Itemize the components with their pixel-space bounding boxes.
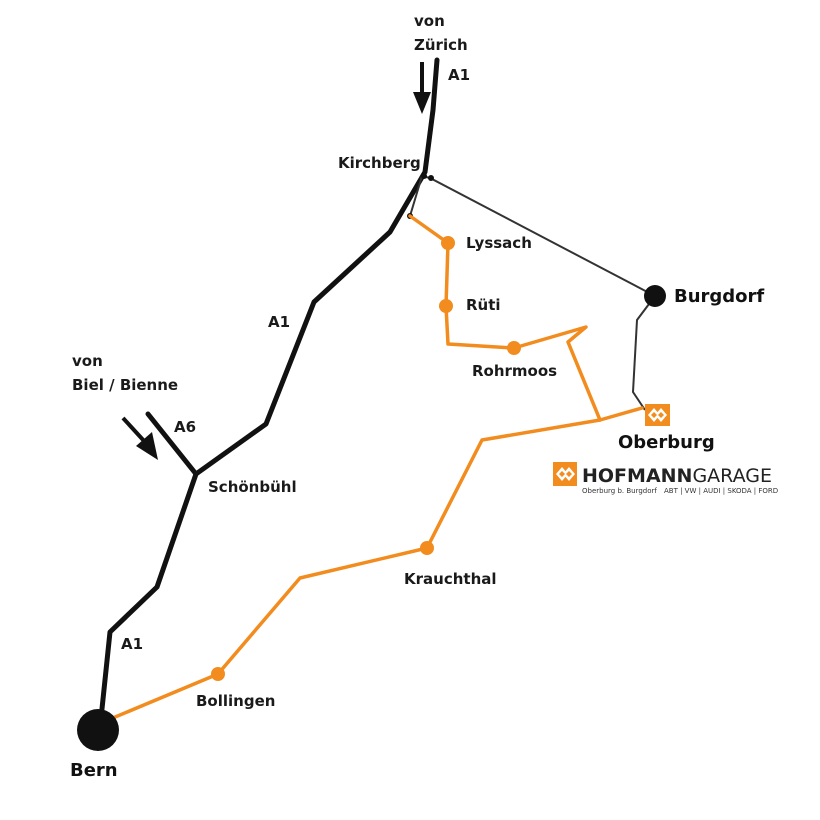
place-label-bollingen: Bollingen bbox=[196, 692, 275, 710]
place-label-schonbuhl: Schönbühl bbox=[208, 478, 297, 496]
road-label-a1-south: A1 bbox=[121, 635, 143, 653]
city-dot-bern bbox=[77, 709, 119, 751]
place-label-lyssach: Lyssach bbox=[466, 234, 532, 252]
garage-destination-icon bbox=[645, 404, 670, 426]
highway-a6 bbox=[145, 411, 199, 477]
brand-makes: ABT | VW | AUDI | SKODA | FORD bbox=[664, 487, 778, 495]
junction-dot bbox=[421, 173, 427, 179]
hofmann-diamond-logo-icon bbox=[553, 462, 577, 486]
place-label-bern: Bern bbox=[70, 760, 118, 781]
brand-location: Oberburg b. Burgdorf bbox=[582, 487, 657, 495]
place-label-burgdorf: Burgdorf bbox=[674, 286, 764, 307]
origin-biel-line2: Biel / Bienne bbox=[72, 376, 178, 394]
road-kirchberg-burgdorf bbox=[421, 175, 656, 297]
arrow-down-icon bbox=[413, 62, 431, 114]
highway-a1 bbox=[97, 57, 440, 731]
origin-zurich-line2: Zürich bbox=[414, 36, 468, 54]
place-label-krauchthal: Krauchthal bbox=[404, 570, 497, 588]
marker-ruti bbox=[439, 299, 453, 313]
city-dot-burgdorf bbox=[644, 285, 666, 307]
road-label-a1-mid: A1 bbox=[268, 313, 290, 331]
marker-rohrmoos bbox=[507, 341, 521, 355]
road-burgdorf-oberburg bbox=[631, 295, 656, 411]
place-label-ruti: Rüti bbox=[466, 296, 501, 314]
road-kirchberg-lyssach-link bbox=[409, 175, 423, 217]
place-label-rohrmoos: Rohrmoos bbox=[472, 362, 557, 380]
road-label-a6: A6 bbox=[174, 418, 196, 436]
road-label-a1-north: A1 bbox=[448, 66, 470, 84]
brand-name-bold: HOFMANN bbox=[582, 465, 692, 487]
marker-lyssach bbox=[441, 236, 455, 250]
origin-biel-line1: von bbox=[72, 352, 103, 370]
marker-bollingen bbox=[211, 667, 225, 681]
origin-zurich-line1: von bbox=[414, 12, 445, 30]
junction-dot bbox=[428, 175, 434, 181]
marker-krauchthal bbox=[420, 541, 434, 555]
brand-name-light: GARAGE bbox=[692, 465, 772, 487]
brand-name: HOFMANNGARAGE bbox=[582, 465, 772, 487]
place-label-kirchberg: Kirchberg bbox=[338, 154, 421, 172]
route-south bbox=[106, 418, 602, 722]
place-label-oberburg: Oberburg bbox=[618, 432, 715, 453]
arrow-down-right-icon bbox=[121, 416, 158, 460]
